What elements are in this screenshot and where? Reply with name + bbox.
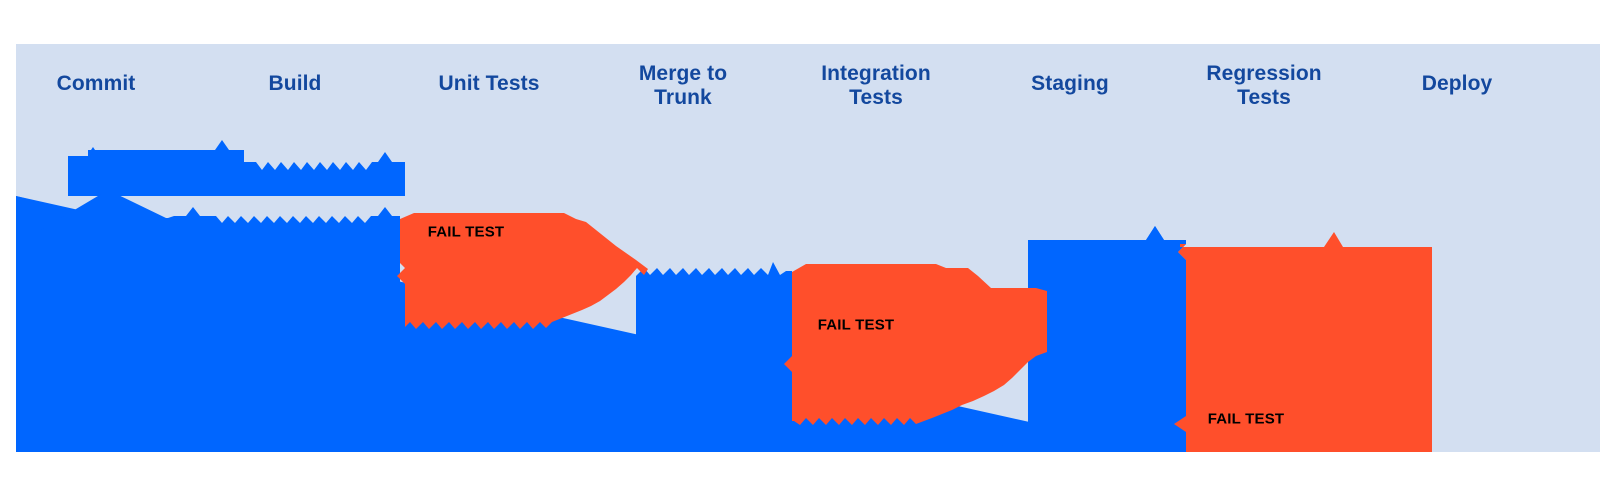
pipeline-flow-graphic: [16, 140, 1432, 452]
fail-region-integration-tests: [784, 264, 1047, 425]
pipeline-panel: FAIL TEST FAIL TEST FAIL TEST Commit Bui…: [16, 44, 1600, 452]
fail-region-regression-tests: [1174, 232, 1432, 452]
passing-top-surface-mid: [636, 262, 792, 452]
passing-top-surface-left: [16, 190, 400, 452]
passing-top-surface-staging: [1047, 276, 1180, 452]
fail-region-unit-tests: [397, 213, 648, 329]
